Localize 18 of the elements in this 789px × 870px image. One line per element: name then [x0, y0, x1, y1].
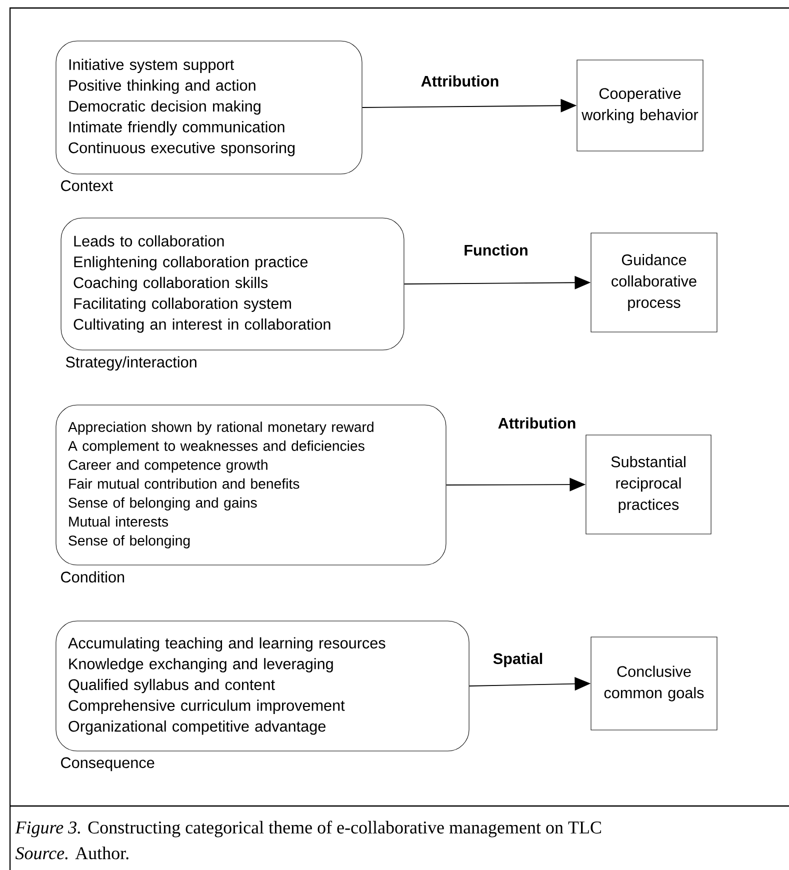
edge-label: Attribution — [421, 75, 498, 87]
category-label: Consequence — [61, 757, 154, 772]
outcome-box: Substantial reciprocal practices — [586, 434, 712, 534]
category-label: Condition — [61, 571, 124, 583]
outcome-box: Conclusive common goals — [590, 636, 718, 730]
source-note: Source. Author. — [15, 846, 128, 860]
list-box: Appreciation shown by rational monetary reward A complement to weaknesses and deficiencies Career and competence growth Fair mutual contribution and benefits Sense of belonging and gains Mutual interests Sense of belonging — [56, 404, 446, 566]
edge-label: Spatial — [493, 652, 542, 668]
list-box: Accumulating teaching and learning resources Knowledge exchanging and leveraging Qualified syllabus and content Comprehensive curriculum improvement Organizational competitive advantage — [56, 620, 470, 752]
outcome-box: Guidance collaborative process — [590, 232, 718, 332]
edge-label: Attribution — [498, 417, 576, 429]
category-label: Context — [61, 180, 113, 192]
caption: Figure 3. Constructing categorical theme of e-collaborative management on TLC — [15, 820, 601, 838]
list-box: Leads to collaboration Enlightening collaboration practice Coaching collaboration skills Facilitating collaboration system Cultivating an interest in collaboration — [60, 218, 404, 350]
category-label: Strategy/interaction — [66, 356, 196, 371]
edge-label: Function — [464, 244, 528, 256]
outcome-box: Cooperative working behavior — [576, 60, 704, 152]
list-box: Initiative system support Positive thinking and action Democratic decision making Intimate friendly communication Continuous executive sponsoring — [56, 40, 362, 174]
